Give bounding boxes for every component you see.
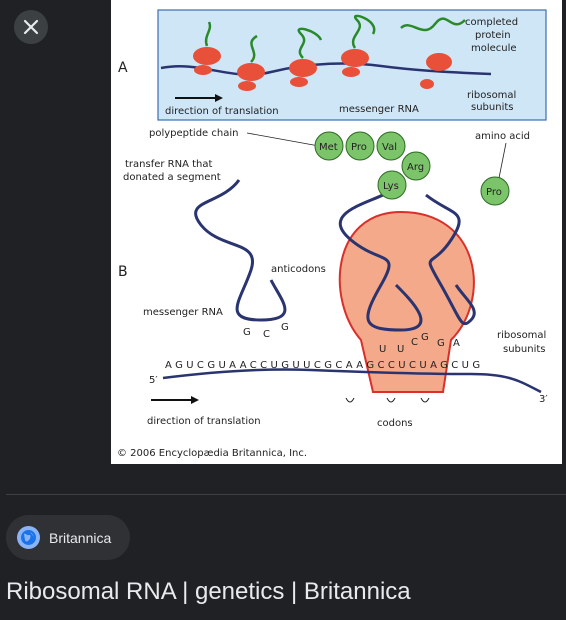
amino-acid-1: Pro xyxy=(351,142,367,153)
anticodon-right-0: G xyxy=(421,332,429,343)
ribosomal-label-b1: ribosomal xyxy=(497,330,546,341)
amino-acid-chain xyxy=(314,131,510,206)
direction-label-a: direction of translation xyxy=(165,106,279,117)
close-icon xyxy=(23,19,39,35)
messenger-rna-label-b: messenger RNA xyxy=(143,307,223,318)
anticodon-left-0: G xyxy=(243,327,251,338)
source-chip[interactable]: Britannica xyxy=(6,515,130,560)
anticodon-right-2: A xyxy=(453,338,460,349)
completed-label-2: protein xyxy=(475,30,511,41)
five-prime-label: 5′ xyxy=(149,375,158,386)
source-name: Britannica xyxy=(49,529,112,546)
direction-label-b: direction of translation xyxy=(147,416,261,427)
amino-acid-3: Arg xyxy=(407,162,424,173)
result-title[interactable]: Ribosomal RNA | genetics | Britannica xyxy=(6,578,411,605)
globe-icon xyxy=(17,526,40,549)
panel-b-label: B xyxy=(118,264,128,280)
completed-label-1: completed xyxy=(465,17,518,28)
ribosomal-label-a1: ribosomal xyxy=(467,90,516,101)
close-button[interactable] xyxy=(14,10,48,44)
anticodon-mid-0: U xyxy=(379,344,386,355)
ribosome-diagram: A direction of translation messenger RNA… xyxy=(117,9,548,459)
ribosomal-label-b2: subunits xyxy=(503,344,545,355)
trna-label-2: donated a segment xyxy=(123,172,221,183)
result-image[interactable]: A direction of translation messenger RNA… xyxy=(111,0,562,464)
messenger-rna-label-a: messenger RNA xyxy=(339,104,419,115)
completed-label-3: molecule xyxy=(471,43,517,54)
anticodon-right-1: G xyxy=(437,338,445,349)
anticodon-left-1: C xyxy=(263,329,270,340)
divider xyxy=(6,494,566,495)
amino-acid-4: Lys xyxy=(383,181,399,192)
polypeptide-label: polypeptide chain xyxy=(149,128,238,139)
panel-a-label: A xyxy=(118,60,128,76)
amino-acid-0: Met xyxy=(319,142,338,153)
trna-label-1: transfer RNA that xyxy=(125,159,213,170)
anticodon-mid-1: U xyxy=(397,344,404,355)
mrna-sequence: AGUCGUAACCUGUUCGCAAGCCUCUAGCUG xyxy=(165,360,484,371)
anticodon-mid-2: C xyxy=(411,337,418,348)
ribosomal-label-a2: subunits xyxy=(471,102,513,113)
three-prime-label: 3′ xyxy=(539,394,548,405)
codons-label: codons xyxy=(377,418,413,429)
anticodons-label: anticodons xyxy=(271,264,326,275)
anticodon-left-2: G xyxy=(281,322,289,333)
amino-acid-label: amino acid xyxy=(475,131,530,142)
amino-acid-5: Pro xyxy=(486,187,502,198)
copyright-text: © 2006 Encyclopædia Britannica, Inc. xyxy=(117,448,307,459)
amino-acid-2: Val xyxy=(382,142,397,153)
